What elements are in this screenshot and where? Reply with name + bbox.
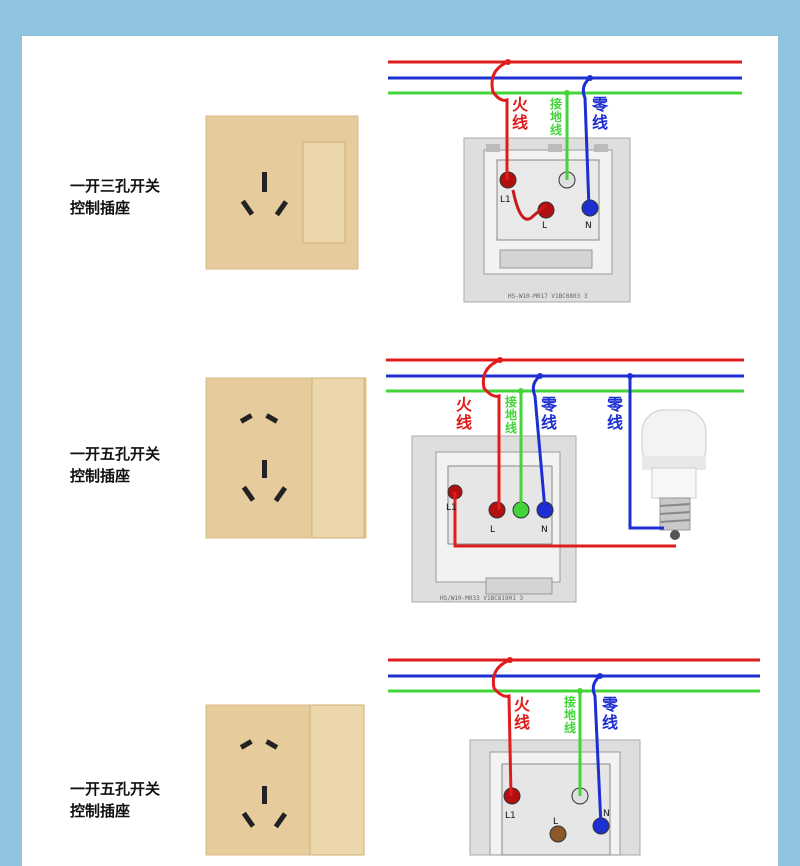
section-2-label-line2: 控制插座 [70,467,131,485]
section-3-socket-face [205,704,365,856]
section-1-label-line2: 控制插座 [70,199,131,217]
section-1-neutral-label: 零线 [592,95,609,132]
section-1-live-label: 火线 [512,95,529,132]
section-3-bus-wires [388,658,760,693]
section-1-terminal-n: N [585,221,592,231]
section-2-live-label: 火线 [456,395,473,432]
section-1-back-plate: HS-W10-M017 V1BC0803 3 [463,137,631,303]
section-1-label-line1: 一开三孔开关 [70,177,161,195]
section-1-drop-wires [490,59,593,221]
section-2-terminal-l1: L1 [446,503,457,513]
section-1-terminal-l: L [542,221,547,231]
section-3-label-line1: 一开五孔开关 [70,780,161,798]
section-3-terminal-l1: L1 [505,811,516,821]
section-2-back-plate: HS/W10-M033 V1BC81901 3 [411,435,577,603]
section-1-model-text: HS-W10-M017 V1BC0803 3 [508,293,588,300]
section-1-terminal-l1: L1 [500,195,511,205]
section-2-model-text: HS/W10-M033 V1BC81901 3 [440,595,523,602]
section-3-ground-label: 接地线 [564,695,577,735]
section-3-drop-wires [491,657,603,827]
section-3-live-label: 火线 [514,695,531,732]
section-2-neutral-label: 零线 [541,395,558,432]
section-2-lamp-neutral-label: 零线 [607,395,624,432]
section-2-label: 一开五孔开关 控制插座 [70,443,160,487]
section-3-neutral-label: 零线 [602,695,619,732]
section-1-bus-wires [388,60,742,95]
section-2-bus-wires [386,358,744,393]
section-2-drop-wires [453,357,676,548]
section-2-label-line1: 一开五孔开关 [70,445,161,463]
section-2-terminal-l: L [490,525,495,535]
light-bulb-icon [641,409,707,540]
section-2-socket-face [205,377,367,539]
section-2-ground-label: 接地线 [505,395,518,435]
section-3-terminal-l: L [553,817,558,827]
section-3-back-plate [469,739,641,856]
section-1-label: 一开三孔开关 控制插座 [70,175,160,219]
section-2-terminal-n: N [541,525,548,535]
section-3-label-line2: 控制插座 [70,802,131,820]
section-3-label: 一开五孔开关 控制插座 [70,778,160,822]
section-3-terminal-n: N [603,809,610,819]
section-1-ground-label: 接地线 [550,97,563,137]
section-1-socket-face [205,115,359,270]
